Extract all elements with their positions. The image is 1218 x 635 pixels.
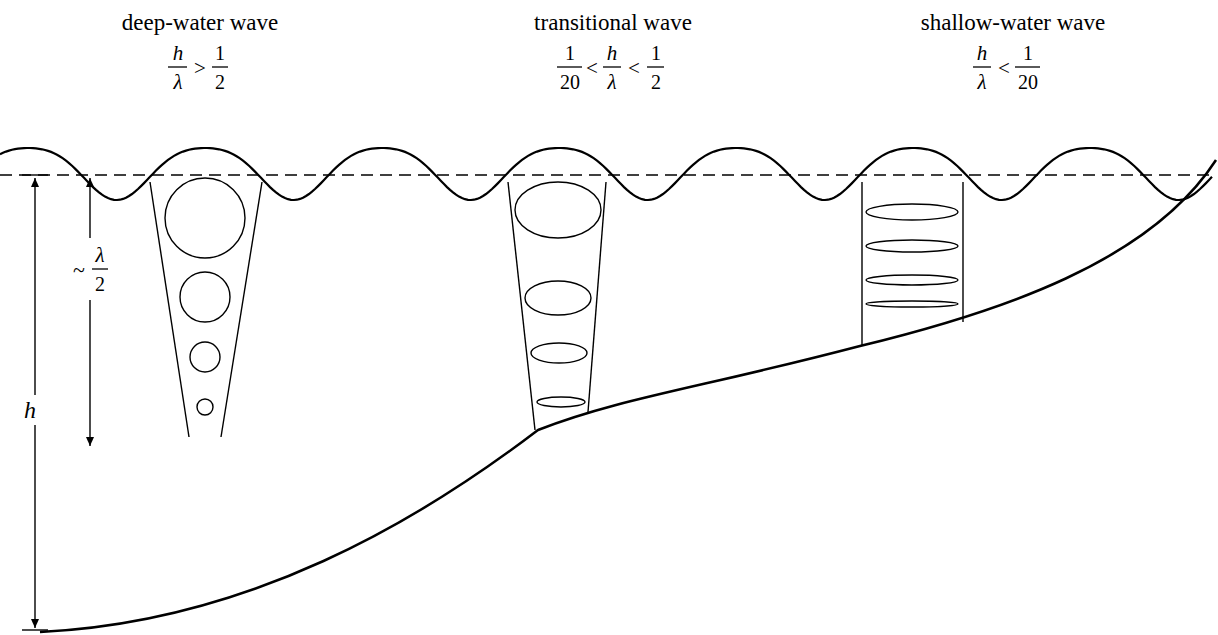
fraction-symbol: h (977, 43, 988, 64)
panel-title: deep-water wave (122, 11, 278, 34)
wave-surface (0, 148, 1212, 200)
half-wavelength-dimension (89, 178, 90, 446)
still-water-line (0, 174, 1212, 175)
relation-sign: < (586, 58, 598, 79)
fraction-number: 1 (651, 43, 661, 63)
relation-sign: < (998, 58, 1010, 79)
deep-orbits (150, 178, 262, 437)
approx-sign: ~ (71, 259, 87, 281)
panel-title: transitional wave (534, 11, 692, 34)
fraction-number: 20 (1018, 72, 1038, 92)
shallow-orbits (862, 182, 963, 346)
panel-title: shallow-water wave (921, 11, 1106, 34)
depth-dimension (22, 175, 48, 630)
transitional-orbits (508, 182, 606, 430)
fraction-symbol: h (607, 43, 618, 64)
relation-sign: > (194, 58, 206, 79)
fraction-symbol: h (173, 43, 184, 64)
fraction-number: 1 (1023, 43, 1033, 63)
fraction-number: 1 (215, 43, 225, 63)
fraction-symbol: λ (173, 72, 182, 93)
fraction-number: 1 (565, 43, 575, 63)
fraction-number: 2 (215, 72, 225, 92)
dimension-symbol: λ (93, 245, 106, 266)
fraction-symbol: λ (607, 72, 616, 93)
dimension-number: 2 (93, 274, 107, 294)
fraction-bars (92, 67, 1040, 269)
dimension-symbol: h (22, 398, 38, 422)
fraction-symbol: λ (977, 72, 986, 93)
relation-sign: < (628, 58, 640, 79)
fraction-number: 2 (651, 72, 661, 92)
fraction-number: 20 (560, 72, 580, 92)
sea-floor (40, 160, 1216, 632)
